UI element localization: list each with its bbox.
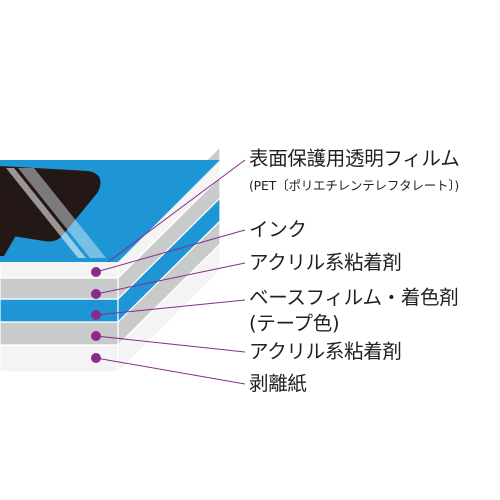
dot-adhesive-1 bbox=[91, 289, 101, 299]
label-release-paper: 剥離紙 bbox=[249, 372, 307, 395]
leader-base-film bbox=[95, 299, 246, 316]
reflection-streak-1 bbox=[6, 168, 86, 258]
top-surface bbox=[0, 160, 220, 262]
dot-ink bbox=[91, 267, 101, 277]
dot-base-film bbox=[91, 310, 101, 320]
label-base-film: ベースフィルム・着色剤 bbox=[249, 286, 459, 309]
label-base-film-sub: (テープ色) bbox=[249, 312, 340, 335]
label-ink: インク bbox=[249, 218, 307, 241]
leader-dots bbox=[91, 267, 101, 363]
reflection-streak-2 bbox=[18, 168, 106, 258]
leader-surface-film bbox=[107, 159, 246, 263]
leader-adhesive-2 bbox=[95, 335, 246, 353]
layer-ink-front bbox=[0, 259, 119, 279]
leader-ink bbox=[95, 229, 246, 273]
label-acrylic-adhesive-1: アクリル系粘着剤 bbox=[249, 251, 402, 274]
leader-adhesive-1 bbox=[95, 262, 246, 295]
label-acrylic-adhesive-2: アクリル系粘着剤 bbox=[249, 340, 402, 363]
dot-adhesive-2 bbox=[91, 331, 101, 341]
dot-release-paper bbox=[91, 353, 101, 363]
leader-release-paper bbox=[95, 357, 246, 385]
layer-base-film-front bbox=[0, 298, 119, 323]
label-surface-film: 表面保護用透明フィルム bbox=[249, 147, 460, 170]
leader-lines bbox=[95, 159, 246, 385]
printed-graphic-corner bbox=[0, 228, 18, 256]
label-surface-film-sub: (PET〔ポリエチレンテレフタレート〕) bbox=[249, 178, 460, 193]
